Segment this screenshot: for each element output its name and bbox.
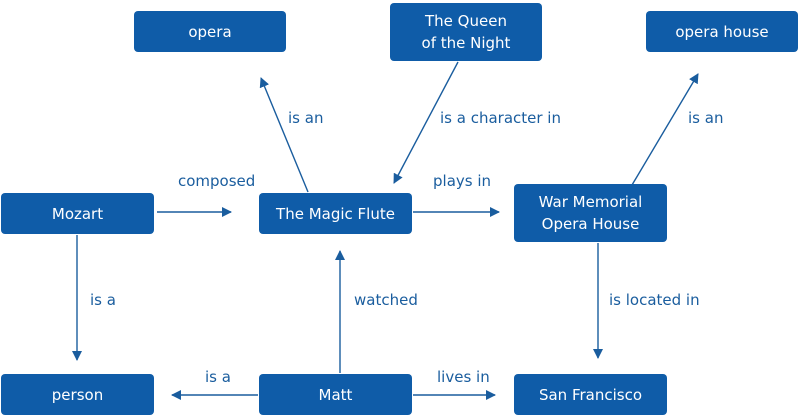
edge-label-flute-war: plays in: [433, 172, 492, 190]
edge-label-war-sf: is located in: [609, 291, 700, 309]
node-opera-house[interactable]: opera house: [646, 11, 798, 52]
edge-label-matt-flute: watched: [354, 291, 418, 309]
node-san-francisco-label: San Francisco: [538, 385, 643, 404]
node-opera-house-label: opera house: [675, 22, 769, 41]
node-matt-label: Matt: [318, 385, 353, 404]
edge-queen-to-flute: [393, 61, 459, 184]
node-opera[interactable]: opera: [134, 11, 286, 52]
edge-label-flute-opera: is an: [288, 109, 324, 127]
node-mozart-label: Mozart: [51, 204, 104, 223]
edge-label-mozart-person: is a: [90, 291, 116, 309]
edge-label-war-operahouse: is an: [688, 109, 724, 127]
edge-label-matt-person: is a: [205, 368, 231, 386]
node-person-label: person: [51, 385, 104, 404]
edge-flute-to-opera: [259, 77, 309, 193]
node-war-memorial-opera-house[interactable]: War Memorial Opera House: [514, 184, 667, 242]
node-opera-label: opera: [188, 22, 232, 41]
edge-label-mozart-flute: composed: [178, 172, 256, 190]
node-mozart[interactable]: Mozart: [1, 193, 154, 234]
node-person[interactable]: person: [1, 374, 154, 415]
node-matt[interactable]: Matt: [259, 374, 412, 415]
node-war-memorial-label: War Memorial Opera House: [538, 193, 643, 233]
node-magic-flute-label: The Magic Flute: [276, 204, 395, 223]
edge-label-queen-flute: is a character in: [440, 109, 561, 127]
node-queen-of-the-night[interactable]: The Queen of the Night: [390, 3, 542, 61]
edge-war-to-operahouse: [631, 73, 699, 186]
node-queen-label: The Queen of the Night: [421, 12, 511, 52]
node-magic-flute[interactable]: The Magic Flute: [259, 193, 412, 234]
edge-label-matt-sf: lives in: [437, 368, 490, 386]
node-san-francisco[interactable]: San Francisco: [514, 374, 667, 415]
